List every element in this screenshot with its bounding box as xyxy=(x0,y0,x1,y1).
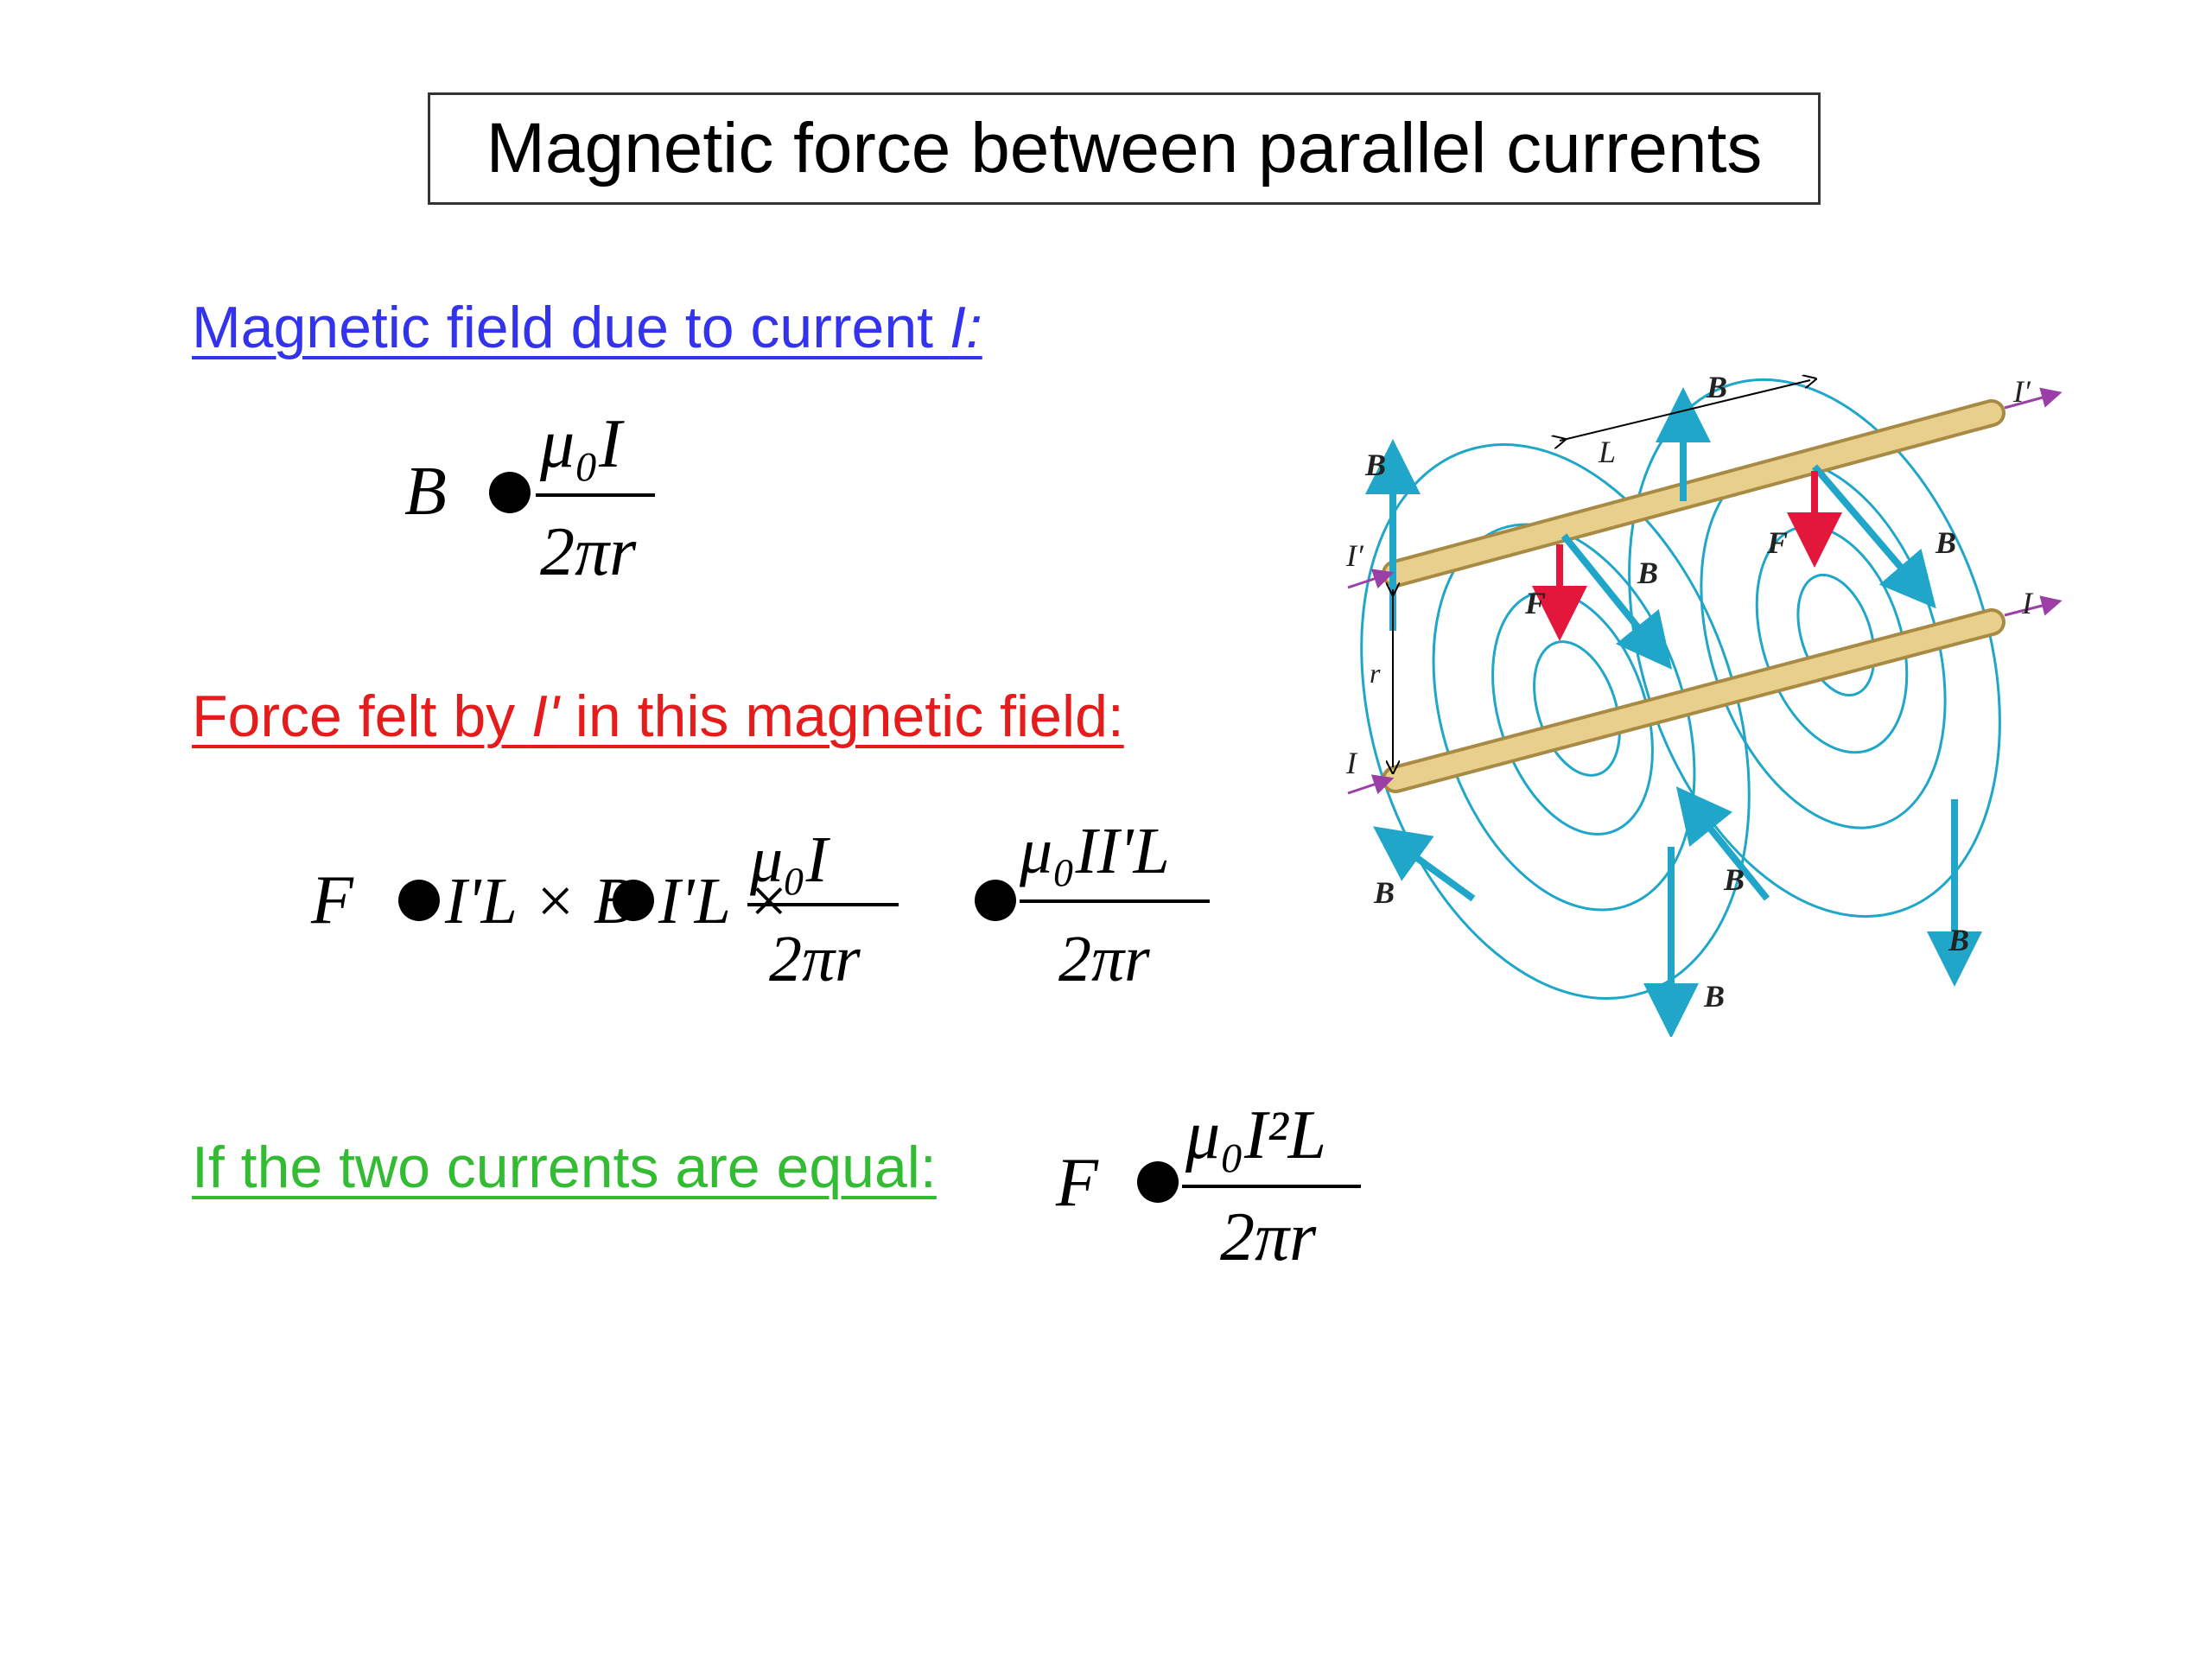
conductor-top xyxy=(1382,399,2005,588)
label-F-2: F xyxy=(1766,525,1788,560)
eq3-lhs: F xyxy=(1055,1145,1099,1221)
label-B-3: B xyxy=(1637,556,1658,590)
heading-currents-equal: If the two currents are equal: xyxy=(192,1135,937,1200)
eq3-denominator: 2πr xyxy=(1220,1199,1317,1275)
eq1-equals-glyph xyxy=(489,472,531,513)
eq2-frac2-numerator: μ₀II'L xyxy=(1019,815,1170,887)
heading-magnetic-field: Magnetic field due to current I: xyxy=(192,295,982,360)
label-I-left: I xyxy=(1345,746,1358,780)
label-I-prime-right: I′ xyxy=(2012,374,2031,409)
eq2-equals-glyph-2 xyxy=(613,880,654,921)
eq3-equals-glyph xyxy=(1137,1161,1179,1203)
equation-equal-currents: F μ₀I²L 2πr xyxy=(1055,1097,1361,1275)
eq2-equals-glyph-3 xyxy=(975,880,1016,921)
parallel-currents-figure: B B B B B B B B F F L r I′ I I′ I xyxy=(1345,370,2063,1037)
label-I-right: I xyxy=(2021,586,2034,620)
dimension-lines xyxy=(1393,380,1810,767)
equation-magnetic-field: B μ₀I 2πr xyxy=(404,406,655,590)
label-B-2: B xyxy=(1706,370,1727,404)
field-vectors xyxy=(1365,387,1982,1037)
slide-title: Magnetic force between parallel currents xyxy=(428,92,1821,205)
equation-force: F I'L × B I'L × μ₀I 2πr μ₀II'L 2πr xyxy=(310,815,1210,995)
label-r: r xyxy=(1370,658,1381,689)
eq2-frac1-numerator: μ₀I xyxy=(749,823,831,896)
slide-title-text: Magnetic force between parallel currents xyxy=(486,109,1763,188)
eq2-term-2: I'L × xyxy=(658,865,791,938)
label-I-prime-left: I′ xyxy=(1345,538,1364,573)
label-B-8: B xyxy=(1703,979,1725,1014)
conductor-bottom xyxy=(1382,608,2005,793)
eq2-frac1-denominator: 2πr xyxy=(769,923,861,995)
eq3-numerator: μ₀I²L xyxy=(1185,1097,1326,1173)
label-L: L xyxy=(1598,435,1616,469)
heading-force-felt: Force felt by I' in this magnetic field: xyxy=(192,683,1124,749)
eq2-term-1: I'L × B xyxy=(444,865,633,938)
eq1-numerator: μ₀I xyxy=(539,406,625,482)
current-arrows xyxy=(1347,387,2063,795)
label-B-4: B xyxy=(1935,525,1956,560)
eq2-equals-glyph-1 xyxy=(398,880,440,921)
eq1-lhs: B xyxy=(404,454,447,530)
label-B-6: B xyxy=(1723,862,1745,897)
eq1-denominator: 2πr xyxy=(540,514,637,590)
label-B-1: B xyxy=(1364,448,1386,482)
force-vectors xyxy=(1532,471,1842,641)
label-F-1: F xyxy=(1524,586,1546,620)
label-B-5: B xyxy=(1373,875,1395,910)
label-B-7: B xyxy=(1948,923,1969,957)
eq2-frac2-denominator: 2πr xyxy=(1058,923,1150,995)
eq2-lhs: F xyxy=(310,862,354,938)
figure-labels: B B B B B B B B F F L r I′ I I′ I xyxy=(1345,370,2034,1014)
